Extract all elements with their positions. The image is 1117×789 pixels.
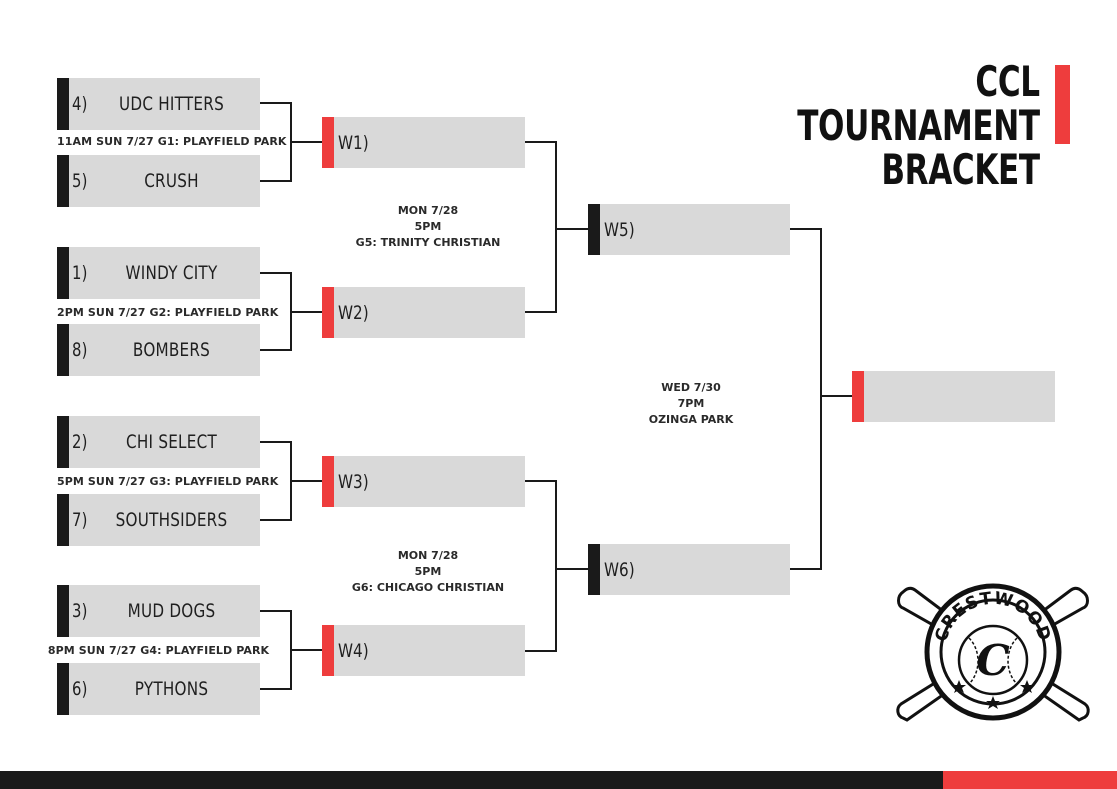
logo-letter: C (976, 636, 1010, 685)
winner-slot-w5: W5) (588, 204, 790, 255)
team-seed: 7) (72, 509, 88, 531)
final-date: WED 7/30 (661, 381, 721, 394)
team-seed: 3) (72, 600, 88, 622)
footer-bar-accent (943, 771, 1117, 789)
slot-label: W1) (338, 131, 369, 154)
slot-label: W2) (338, 301, 369, 324)
team-name: CRUSH (144, 170, 199, 192)
slot-label: W4) (338, 639, 369, 662)
winner-slot-w1: W1) (322, 117, 525, 168)
bracket-title: CCL TOURNAMENT BRACKET (797, 60, 1040, 192)
seed-bar (57, 416, 69, 468)
team-name: SOUTHSIDERS (115, 509, 228, 531)
seed-bar (57, 247, 69, 299)
team-seed: 8) (72, 339, 88, 361)
team-seed: 6) (72, 678, 88, 700)
team-slot-mud-dogs: 3) MUD DOGS (57, 585, 260, 637)
winner-slot-w3: W3) (322, 456, 525, 507)
slot-accent-bar (588, 544, 600, 595)
title-line-2: TOURNAMENT (797, 101, 1040, 150)
team-slot-southsiders: 7) SOUTHSIDERS (57, 494, 260, 546)
team-seed: 1) (72, 262, 88, 284)
seed-bar (57, 78, 69, 130)
game-4-info: 8PM SUN 7/27 G4: PLAYFIELD PARK (47, 644, 270, 657)
winner-slot-w2: W2) (322, 287, 525, 338)
game-5-info: MON 7/28 5PM G5: TRINITY CHRISTIAN (338, 203, 518, 251)
slot-label: W6) (604, 558, 635, 581)
team-seed: 5) (72, 170, 88, 192)
slot-accent-bar (588, 204, 600, 255)
slot-accent-bar (322, 625, 334, 676)
game-3-info: 5PM SUN 7/27 G3: PLAYFIELD PARK (57, 475, 279, 488)
game-2-info: 2PM SUN 7/27 G2: PLAYFIELD PARK (57, 306, 279, 319)
team-seed: 2) (72, 431, 88, 453)
game-6-time: 5PM (414, 565, 442, 578)
game-5-date: MON 7/28 (397, 204, 459, 217)
team-slot-bombers: 8) BOMBERS (57, 324, 260, 376)
team-name: PYTHONS (134, 678, 209, 700)
team-seed: 4) (72, 93, 88, 115)
slot-label: W3) (338, 470, 369, 493)
seed-bar (57, 494, 69, 546)
seed-bar (57, 663, 69, 715)
winner-slot-w4: W4) (322, 625, 525, 676)
game-1-info: 11AM SUN 7/27 G1: PLAYFIELD PARK (57, 135, 287, 148)
winner-slot-w6: W6) (588, 544, 790, 595)
title-accent-bar (1055, 65, 1070, 144)
final-place: OZINGA PARK (648, 413, 734, 426)
team-slot-chi-select: 2) CHI SELECT (57, 416, 260, 468)
crestwood-logo: CRESTWOOD C (896, 583, 1090, 722)
game-5-place: G5: TRINITY CHRISTIAN (355, 236, 501, 249)
slot-accent-bar (322, 287, 334, 338)
team-name: WINDY CITY (125, 262, 218, 284)
team-name: BOMBERS (132, 339, 211, 361)
champion-slot (852, 371, 1055, 422)
team-slot-windy-city: 1) WINDY CITY (57, 247, 260, 299)
team-slot-udc-hitters: 4) UDC HITTERS (57, 78, 260, 130)
title-line-3: BRACKET (881, 145, 1041, 194)
slot-accent-bar (322, 117, 334, 168)
slot-accent-bar (852, 371, 864, 422)
title-line-1: CCL (975, 57, 1041, 106)
team-name: MUD DOGS (127, 600, 216, 622)
team-name: UDC HITTERS (119, 93, 224, 115)
team-slot-pythons: 6) PYTHONS (57, 663, 260, 715)
stars-icon (952, 680, 1034, 709)
slot-label: W5) (604, 218, 635, 241)
footer-bar-dark (0, 771, 943, 789)
team-slot-crush: 5) CRUSH (57, 155, 260, 207)
game-6-date: MON 7/28 (397, 549, 459, 562)
game-6-place: G6: CHICAGO CHRISTIAN (351, 581, 505, 594)
team-name: CHI SELECT (126, 431, 217, 453)
final-time: 7PM (677, 397, 705, 410)
final-game-info: WED 7/30 7PM OZINGA PARK (611, 380, 771, 428)
seed-bar (57, 155, 69, 207)
game-5-time: 5PM (414, 220, 442, 233)
game-6-info: MON 7/28 5PM G6: CHICAGO CHRISTIAN (338, 548, 518, 596)
seed-bar (57, 585, 69, 637)
seed-bar (57, 324, 69, 376)
slot-accent-bar (322, 456, 334, 507)
